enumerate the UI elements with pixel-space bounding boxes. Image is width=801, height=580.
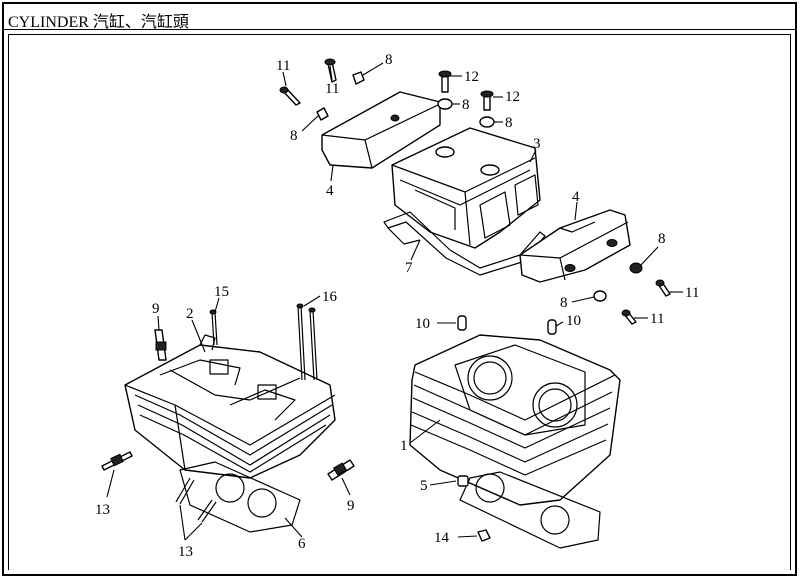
callout-3: 3 [533,136,541,152]
callout-11: 11 [276,58,290,74]
callout-8: 8 [462,97,470,113]
callout-14: 14 [434,530,450,546]
callout-5: 5 [420,478,428,494]
head-cover-part-3 [391,127,541,249]
callout-7: 7 [405,260,413,276]
callout-11: 11 [650,311,664,327]
callout-13: 13 [178,544,193,560]
title-bar: CYLINDER 汽缸、汽缸頭 [4,4,795,31]
callout-12: 12 [464,69,479,85]
callout-11: 11 [685,285,699,301]
callout-13: 13 [95,502,110,518]
cylinder-head-part-2 [124,334,336,479]
callout-8: 8 [505,115,513,131]
callout-16: 16 [322,289,338,305]
callout-12: 12 [505,89,520,105]
callout-2: 2 [186,306,194,322]
diagram-panel [8,34,791,570]
callout-8: 8 [560,295,568,311]
callout-10: 10 [566,313,581,329]
side-cover-right-part-4 [519,209,631,283]
page-title: CYLINDER 汽缸、汽缸頭 [8,14,189,31]
callout-15: 15 [214,284,229,300]
callout-4: 4 [326,183,334,199]
callout-6: 6 [298,536,306,552]
callout-8: 8 [658,231,666,247]
callout-8: 8 [385,52,393,68]
callout-10: 10 [415,316,430,332]
callout-1: 1 [400,438,408,454]
base-gasket [459,471,601,549]
callout-labels: 11 11 8 8 12 8 12 8 3 4 4 7 8 11 8 11 10… [95,52,699,560]
cylinder-part-1 [409,334,621,506]
callout-9: 9 [347,498,355,514]
fasteners-top [279,58,671,335]
callout-4: 4 [572,189,580,205]
callout-8: 8 [290,128,298,144]
studs-and-plugs [101,303,491,542]
callout-9: 9 [152,301,160,317]
callout-11: 11 [325,81,339,97]
head-cover-gasket-part-7 [383,211,546,276]
leader-lines [106,62,683,541]
side-cover-left-part-4 [321,91,441,169]
